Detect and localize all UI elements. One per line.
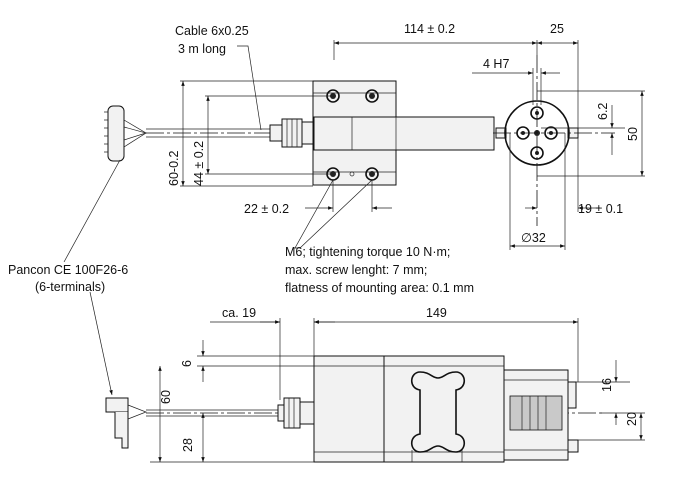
dim-60-text: 60-0.2: [167, 151, 181, 186]
side-view: ca. 19 149 6 60 28 16 20: [105, 306, 645, 463]
m6-leader: [294, 179, 373, 249]
dim-32-text: ∅32: [521, 231, 546, 245]
connector-side: [105, 397, 147, 449]
dim-22-text: 22 ± 0.2: [244, 202, 289, 216]
connector-knob-top: [104, 105, 148, 162]
dim-25-text: 25: [550, 22, 564, 36]
load-cell-body-side: [313, 355, 505, 463]
dim-114-text: 114 ± 0.2: [404, 22, 455, 36]
dim-60-side-text: 60: [159, 390, 173, 404]
bending-beam-cutout: [410, 371, 466, 453]
cable-gland-side: [277, 397, 315, 429]
connector-label-line1: Pancon CE 100F26-6: [8, 263, 128, 277]
dim-19-text: 19 ± 0.1: [578, 202, 623, 216]
connector-callout: Pancon CE 100F26-6 (6-terminals): [8, 159, 128, 396]
connector-label-line2: (6-terminals): [35, 280, 105, 294]
dim-28-text: 28: [181, 438, 195, 452]
dim-ca19-text: ca. 19: [222, 306, 256, 320]
m6-line3: flatness of mounting area: 0.1 mm: [285, 281, 474, 295]
dim-20-text: 20: [625, 412, 639, 426]
dim-6-2-text: 6.2: [596, 103, 610, 120]
dim-16-text: 16: [600, 378, 614, 392]
cable-leader: [237, 45, 262, 131]
cable-gland-top: [269, 118, 315, 148]
m6-line1: M6; tightening torque 10 N·m;: [285, 245, 450, 259]
dim-6-text: 6: [180, 360, 194, 367]
m6-line2: max. screw lenght: 7 mm;: [285, 263, 427, 277]
dim-44-text: 44 ± 0.2: [192, 141, 206, 186]
cable-label-line2: 3 m long: [178, 42, 226, 56]
cable-label-line1: Cable 6x0.25: [175, 24, 249, 38]
dim-4h7-text: 4 H7: [483, 57, 509, 71]
flange-side: [503, 369, 579, 461]
load-cell-body-top: [312, 80, 495, 186]
dim-149-text: 149: [426, 306, 447, 320]
top-view: Cable 6x0.25 3 m long 114 ± 0.2 25 4 H7 …: [104, 22, 645, 295]
dim-50-text: 50: [626, 127, 640, 141]
flange-end-view: [493, 55, 615, 226]
